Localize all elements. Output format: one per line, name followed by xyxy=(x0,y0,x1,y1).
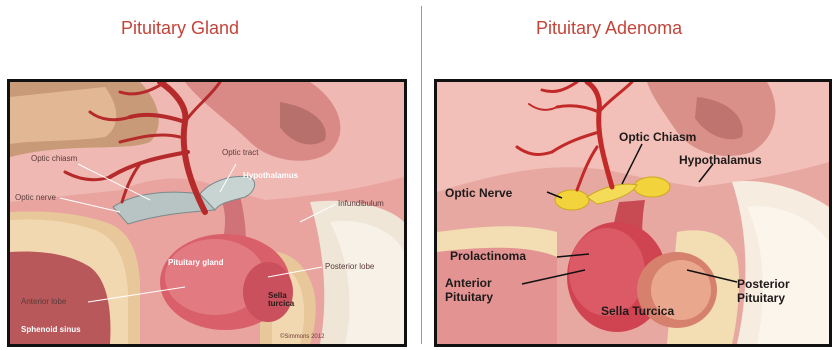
sella-turcica-label: Sella Turcica xyxy=(601,305,674,317)
prolactinoma-label: Prolactinoma xyxy=(450,250,526,262)
posterior-lobe-label: Posterior lobe xyxy=(325,263,374,271)
optic-nerve-label: Optic Nerve xyxy=(445,187,512,199)
infundibulum-label: Infundibulum xyxy=(338,200,384,208)
hypothalamus-label: Hypothalamus xyxy=(679,154,762,166)
anterior-lobe-label: Anterior lobe xyxy=(21,298,66,306)
sella-turcica-label: Sella turcica xyxy=(268,292,304,308)
hypothalamus-label: Hypothalamus xyxy=(243,172,298,180)
optic-chiasm-label: Optic chiasm xyxy=(31,155,77,163)
illustration-credit: ©Simmons 2012 xyxy=(280,334,324,340)
pituitary-adenoma-title: Pituitary Adenoma xyxy=(536,18,682,39)
sphenoid-sinus-label: Sphenoid sinus xyxy=(21,326,81,334)
pituitary-gland-drawing xyxy=(10,82,404,344)
posterior-pituitary-label-line2: Pituitary xyxy=(737,292,785,304)
optic-nerve-label: Optic nerve xyxy=(15,194,56,202)
panel-divider xyxy=(421,6,422,344)
anterior-pituitary-label-line1: Anterior xyxy=(445,277,492,289)
posterior-pituitary-label-line1: Posterior xyxy=(737,278,790,290)
pituitary-gland-label: Pituitary gland xyxy=(168,259,224,267)
pituitary-gland-illustration: Optic chiasm Optic nerve Optic tract Hyp… xyxy=(7,79,407,347)
optic-tract-label: Optic tract xyxy=(222,149,258,157)
pituitary-gland-title: Pituitary Gland xyxy=(121,18,239,39)
optic-chiasm-label: Optic Chiasm xyxy=(619,131,696,143)
pituitary-adenoma-illustration: Optic Chiasm Hypothalamus Optic Nerve Pr… xyxy=(434,79,832,347)
anterior-pituitary-label-line2: Pituitary xyxy=(445,291,493,303)
